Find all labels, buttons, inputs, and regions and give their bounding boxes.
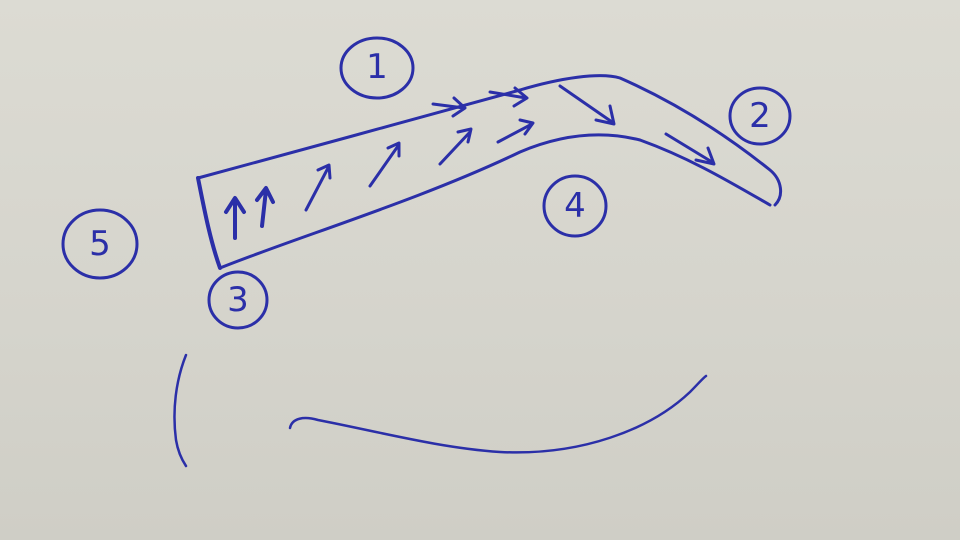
marker-circle-1 xyxy=(339,36,415,100)
flow-arrow xyxy=(496,118,535,144)
marker-circle-5 xyxy=(61,208,139,280)
flow-arrow xyxy=(224,196,246,240)
marker-circle-3 xyxy=(207,270,269,330)
flow-arrow xyxy=(488,86,529,108)
flow-arrow xyxy=(558,84,616,126)
channel-lower-edge xyxy=(218,133,772,270)
flow-arrow xyxy=(431,96,467,118)
curve-bottom-stroke xyxy=(288,374,708,454)
flow-arrow xyxy=(438,127,473,166)
flow-arrow xyxy=(304,163,332,212)
flow-arrows xyxy=(224,84,716,240)
marker-label-5: 5 xyxy=(89,224,111,264)
marker-label-1: 1 xyxy=(366,47,388,87)
marker-label-4: 4 xyxy=(564,186,586,226)
marker-label-3: 3 xyxy=(227,280,249,320)
channel-upper-edge xyxy=(196,74,783,207)
flow-arrow xyxy=(255,186,275,228)
marker-circle-4 xyxy=(542,174,608,238)
flow-arrow xyxy=(368,141,401,188)
marker-label-2: 2 xyxy=(749,96,771,136)
marker-circle-2 xyxy=(728,86,792,146)
channel-left-edge xyxy=(196,176,222,270)
flow-arrow xyxy=(664,132,716,166)
curve-left-stroke xyxy=(173,353,188,468)
